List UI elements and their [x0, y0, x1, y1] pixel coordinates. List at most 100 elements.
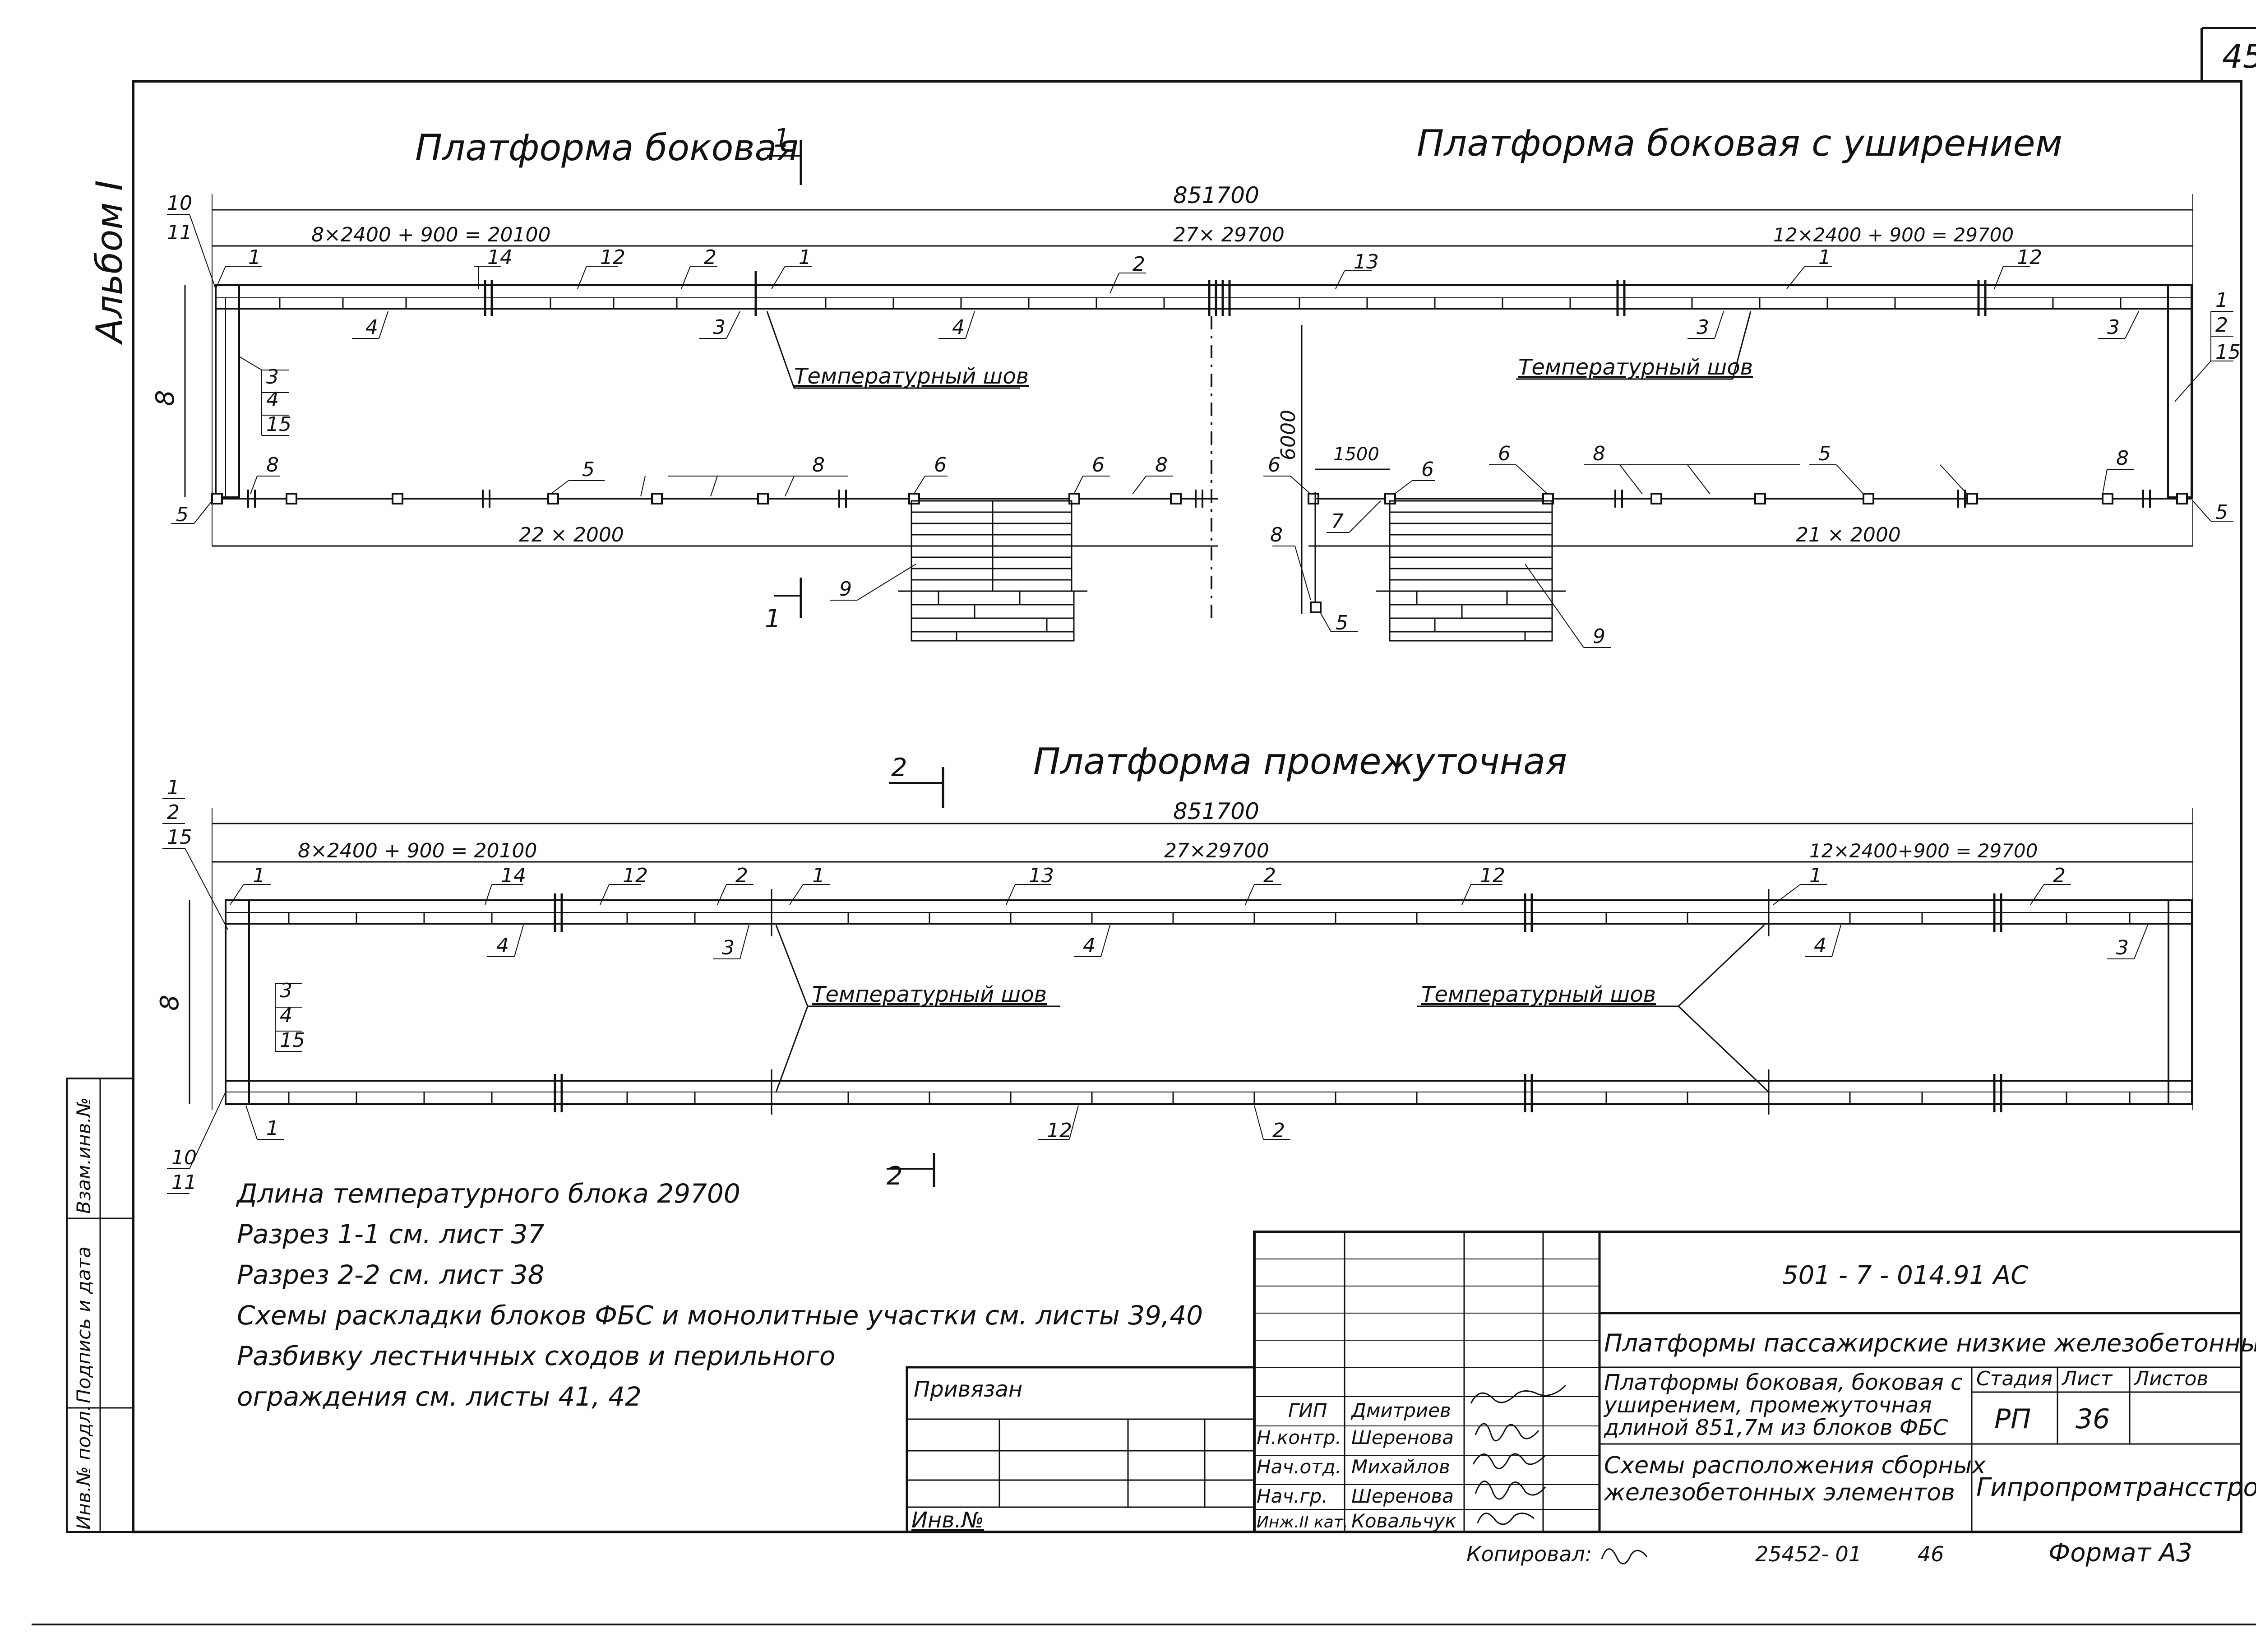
note-1: Длина температурного блока 29700 [236, 1178, 740, 1209]
lbl-9: 9 [839, 578, 852, 601]
lbl-mid-14: 14 [501, 864, 526, 887]
section-mark-1-bottom: 1 [765, 604, 781, 634]
role-2: Нач.отд. [1257, 1456, 1341, 1478]
note-3: Разрез 2-2 см. лист 38 [237, 1259, 545, 1290]
lbl-mid-4c: 4 [1814, 934, 1826, 957]
stamp-inv-podl: Инв.№ подл. [73, 1405, 95, 1530]
stage-header: Стадия [1976, 1367, 2053, 1390]
name-3: Шеренова [1351, 1485, 1454, 1507]
copied-label: Копировал: [1466, 1542, 1592, 1566]
lbl-5b-wide: 5 [1336, 611, 1348, 634]
page-number: 45 [2222, 37, 2256, 75]
lbl-mid-10: 10 [171, 1146, 197, 1169]
stack-mid-3: 3 [280, 979, 292, 1002]
lbl-2: 2 [704, 246, 717, 269]
section-mark-2-bottom: 2 [887, 1161, 903, 1191]
back-block-ticks [279, 298, 2122, 309]
sheet-title-1: Платформы боковая, боковая с [1604, 1370, 1962, 1395]
note-5: Разбивку лестничных сходов и перильного [237, 1341, 835, 1371]
org-name: Гипропромтрансстрой [1976, 1473, 2256, 1502]
dim-wide-bottom: 21 × 2000 [1796, 523, 1901, 546]
name-1: Шеренова [1351, 1426, 1454, 1448]
name-0: Дмитриев [1350, 1399, 1451, 1421]
temp-joint-mid-2: Температурный шов [1421, 982, 1656, 1007]
sheet-header: Лист [2061, 1367, 2113, 1390]
stack-mid-2: 2 [167, 801, 180, 824]
lbl-1: 1 [248, 246, 261, 269]
section-mark-1-top: 1 [774, 124, 790, 153]
mid-left-end [225, 899, 250, 1105]
left-end-wall [215, 284, 240, 498]
lbl-mid-2c: 2 [2053, 864, 2066, 887]
lbl-7: 7 [1331, 510, 1344, 533]
dim-side-mid: 27× 29700 [1173, 223, 1285, 246]
doc-code: 501 - 7 - 014.91 АС [1782, 1261, 2028, 1290]
plan-side: Платформа боковая 1 851700 8×2400 + 900 … [151, 124, 2193, 642]
mid-ticks [288, 912, 2131, 1103]
note-4: Схемы раскладки блоков ФБС и монолитные … [237, 1300, 1203, 1331]
album-label: Альбом I [88, 180, 130, 345]
lbl-mid-2b: 2 [1263, 864, 1276, 887]
sheet-title-2: уширением, промежуточная [1603, 1393, 1932, 1418]
stair-right [1376, 500, 1566, 642]
plan-mid-title: Платформа промежуточная [1033, 740, 1567, 782]
lbl-mid-12a: 12 [623, 864, 648, 887]
lbl-14: 14 [487, 246, 513, 269]
dim-total-mid: 851700 [1173, 798, 1259, 824]
dim-mid-mid: 27×29700 [1164, 839, 1269, 862]
lbl-8c-wide: 8 [2116, 447, 2129, 470]
lbl-mid-1b: 1 [812, 864, 825, 887]
order-number: 25452- 01 [1755, 1542, 1862, 1566]
lbl-mid-b2: 2 [1272, 1119, 1285, 1142]
lbl-11: 11 [167, 221, 192, 244]
stack-mid-15: 15 [167, 826, 192, 849]
lbl-5: 5 [176, 503, 189, 526]
lbl-mid-4b: 4 [1083, 934, 1096, 957]
title-block: Привязан Инв.№ 501 - 7 - 014.91 АС Платф… [906, 1231, 2256, 1533]
stack-4: 4 [266, 388, 279, 411]
drawing-title-1: Схемы расположения сборных [1604, 1452, 1986, 1479]
lbl-12-wide: 12 [2017, 246, 2042, 269]
stack-mid-4: 4 [280, 1004, 292, 1027]
joints-back [484, 271, 1987, 316]
inv-label: Инв.№ [911, 1508, 984, 1533]
lbl-6b-wide: 6 [1421, 458, 1434, 481]
lbl-mid-1c: 1 [1809, 864, 1822, 887]
stage-value: РП [1994, 1403, 2031, 1435]
dim-1500: 1500 [1333, 444, 1379, 465]
section-mark-2-top: 2 [891, 753, 907, 782]
copied-signature [1601, 1548, 1648, 1564]
lbl-5-right: 5 [2215, 501, 2228, 524]
lbl-3: 3 [713, 316, 726, 339]
footer: Копировал: 25452- 01 46 Формат А3 [1466, 1538, 2192, 1568]
note-2: Разрез 1-1 см. лист 37 [237, 1219, 545, 1249]
stair-left [898, 500, 1087, 642]
lbl-mid-2a: 2 [735, 864, 748, 887]
right-end-wall [2167, 284, 2192, 498]
lbl-1-wide: 1 [1818, 246, 1831, 269]
lbl-mid-13: 13 [1029, 864, 1054, 887]
drawing-title-2: железобетонных элементов [1604, 1479, 1955, 1506]
privyazan-label: Привязан [914, 1377, 1022, 1402]
role-3: Нач.гр. [1257, 1485, 1328, 1507]
stamp-vzam-inv: Взам.инв.№ [73, 1097, 95, 1214]
lbl-3b-wide: 3 [2107, 316, 2120, 339]
lbl-5-wide: 5 [1818, 442, 1831, 465]
lbl-12: 12 [600, 246, 625, 269]
lbl-8b-wide: 8 [1593, 442, 1605, 465]
lbl-15-right: 15 [2215, 341, 2241, 364]
lbl-3-wide: 3 [1697, 316, 1709, 339]
lbl-9-wide: 9 [1593, 625, 1605, 648]
lbl-1-right: 1 [2215, 289, 2228, 312]
lbl-mid-3b: 3 [2116, 936, 2129, 959]
stack-15: 15 [266, 413, 291, 436]
lbl-8b: 8 [812, 453, 825, 477]
mid-right-end [2168, 899, 2193, 1105]
dim-width-side: 8 [151, 390, 180, 406]
sheet-title-3: длиной 851,7м из блоков ФБС [1604, 1415, 1948, 1440]
stack-mid-1: 1 [167, 776, 180, 799]
temp-joint-wide: Температурный шов [1518, 355, 1753, 380]
lbl-2-right: 2 [2215, 314, 2228, 337]
signatures [1470, 1384, 1567, 1525]
side-stamp: Инв.№ подл. Подпись и дата Взам.инв.№ [66, 1078, 134, 1533]
